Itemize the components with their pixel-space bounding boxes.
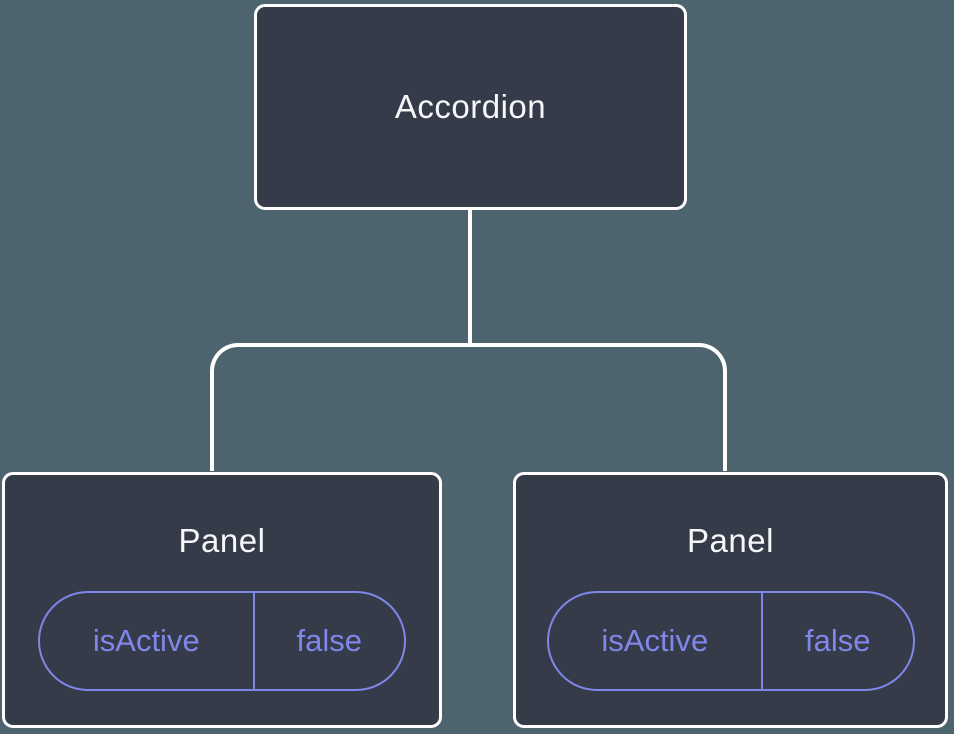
accordion-node-label: Accordion	[394, 88, 547, 125]
accordion-node: Accordion	[254, 4, 687, 210]
state-key: isActive	[92, 623, 200, 658]
state-pill: isActive false	[546, 591, 915, 691]
panel-node-label: Panel	[687, 522, 774, 559]
state-value: false	[252, 593, 404, 689]
state-value: false	[761, 593, 912, 689]
panel-node-left: Panel isActive false	[2, 472, 442, 728]
connector-stem	[468, 208, 472, 346]
state-key: isActive	[601, 623, 709, 658]
state-pill: isActive false	[38, 591, 406, 691]
connector-bracket	[210, 343, 727, 471]
panel-node-label: Panel	[178, 522, 266, 559]
panel-node-right: Panel isActive false	[513, 472, 948, 728]
